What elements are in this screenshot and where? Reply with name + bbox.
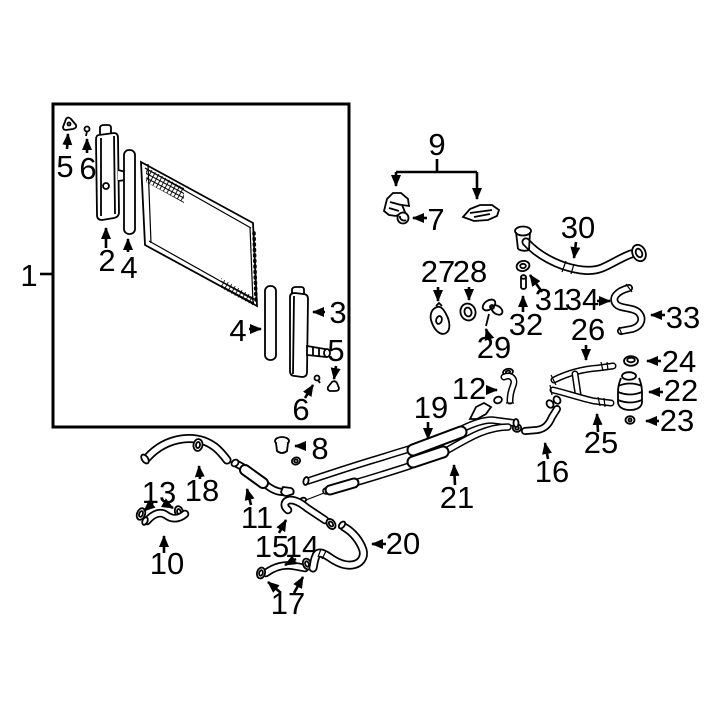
radiator-tank-right: 3: [289, 286, 347, 378]
callout-26[interactable]: 26: [571, 312, 605, 347]
filler-pipe-11: 11: [230, 456, 302, 535]
callout-25-leader: [592, 413, 603, 433]
callout-12[interactable]: 12: [452, 371, 486, 406]
coolant-pipe-lower: 21: [298, 423, 512, 515]
callout-32[interactable]: 32: [509, 307, 543, 342]
callout-9[interactable]: 9: [428, 127, 445, 162]
radiator-seal-right: 4: [229, 285, 277, 361]
callout-9-bracket: [396, 159, 477, 174]
callout-13[interactable]: 13: [142, 475, 176, 510]
callout-18[interactable]: 18: [185, 473, 219, 508]
callout-15[interactable]: 15: [255, 529, 289, 564]
callout-6a[interactable]: 6: [79, 151, 96, 186]
callout-31-leader: [528, 274, 544, 293]
coolant-pipe-upper: 19: [302, 390, 520, 486]
callout-17[interactable]: 17: [271, 586, 305, 621]
radiator-seal-left: 4: [120, 149, 138, 285]
bracket-right: [461, 204, 501, 222]
callout-3[interactable]: 3: [329, 295, 346, 330]
callout-30-leader: [570, 241, 581, 259]
core-face: [140, 160, 258, 308]
bracket-grommet: 7: [396, 202, 445, 237]
clip-top-left: 5: [56, 116, 78, 184]
callout-29-leader: [484, 328, 495, 342]
callout-18-leader: [194, 465, 205, 480]
callout-20[interactable]: 20: [386, 526, 420, 561]
pin-32: 32: [509, 274, 543, 342]
callout-17-leader-left: [267, 581, 282, 594]
callout-13-leader-right: [160, 498, 174, 510]
reservoir-hose-upper: 26: [550, 312, 617, 398]
reservoir-cap: 24: [623, 344, 696, 379]
retainer-clip-29: 29: [477, 298, 511, 365]
callout-1[interactable]: 1: [20, 258, 37, 293]
pin-top-left: 6: [79, 125, 97, 186]
callout-6b[interactable]: 6: [292, 392, 309, 427]
grommet-31: 31: [515, 259, 569, 317]
reservoir-hose-lower: 25: [549, 384, 618, 460]
callout-4a[interactable]: 4: [120, 250, 137, 285]
callout-23[interactable]: 23: [660, 403, 694, 438]
callout-17-leader-right: [292, 576, 305, 594]
callout-22[interactable]: 22: [664, 373, 698, 408]
callout-6b-leader: [302, 384, 315, 399]
hose-15: 15: [255, 495, 337, 564]
coolant-inlet-pipe: 30: [514, 210, 647, 275]
callout-28[interactable]: 28: [453, 254, 487, 289]
grommet-8: 8: [274, 431, 329, 466]
connector-hose-10: 10: [141, 509, 190, 581]
callout-29[interactable]: 29: [477, 330, 511, 365]
callout-34[interactable]: 34: [565, 282, 599, 317]
callout-27[interactable]: 27: [421, 254, 455, 289]
callout-24[interactable]: 24: [662, 344, 696, 379]
radiator-hose-lower: 20: [308, 520, 420, 573]
core-bead-column: [252, 231, 258, 304]
callout-19[interactable]: 19: [414, 390, 448, 425]
callout-21[interactable]: 21: [440, 480, 474, 515]
bypass-hose: 34 33: [565, 282, 700, 336]
callout-16[interactable]: 16: [535, 454, 569, 489]
hose-clamp-pair-17: 17: [255, 557, 313, 621]
core-fins-topleft: [146, 167, 184, 203]
core-fins-bottomright: [221, 278, 254, 306]
mount-bracket-pair: 9: [382, 127, 501, 222]
radiator-hose-upper: 18: [140, 434, 232, 508]
callout-25[interactable]: 25: [584, 425, 618, 460]
callout-30[interactable]: 30: [561, 210, 595, 245]
callout-16-leader: [542, 442, 552, 460]
callout-2[interactable]: 2: [98, 243, 115, 278]
grommet-27: 27: [421, 254, 455, 335]
callout-7[interactable]: 7: [427, 202, 444, 237]
clip-bottom-right: 5: [326, 333, 345, 392]
callout-11[interactable]: 11: [241, 500, 273, 535]
grommet-28: 28: [453, 254, 487, 322]
callout-15-leader: [276, 519, 288, 534]
callout-10[interactable]: 10: [150, 546, 184, 581]
core-edges: [144, 163, 255, 304]
grommet-pipe-end: [290, 456, 302, 466]
reservoir-grommet: 23: [624, 403, 694, 438]
callout-5a-leader: [62, 133, 73, 150]
radiator-core: [140, 160, 258, 308]
callout-5b-leader: [330, 365, 341, 380]
callout-8[interactable]: 8: [311, 431, 328, 466]
callout-4b[interactable]: 4: [229, 313, 246, 348]
callout-33[interactable]: 33: [666, 300, 700, 335]
coolant-reservoir: 22: [617, 371, 698, 411]
callout-14-leader: [284, 555, 298, 567]
callout-31[interactable]: 31: [535, 282, 569, 317]
callout-11-leader: [244, 488, 255, 506]
pipe-bracket-tab: [468, 401, 493, 420]
pin-bottom-right: 6: [292, 374, 321, 427]
callout-5b[interactable]: 5: [327, 333, 344, 368]
connector-hose-16: 16: [511, 395, 569, 489]
callout-13-leader-left: [143, 499, 156, 512]
callout-21-leader: [449, 464, 460, 486]
callout-5a[interactable]: 5: [56, 149, 73, 184]
filler-elbow: 12: [452, 367, 518, 406]
